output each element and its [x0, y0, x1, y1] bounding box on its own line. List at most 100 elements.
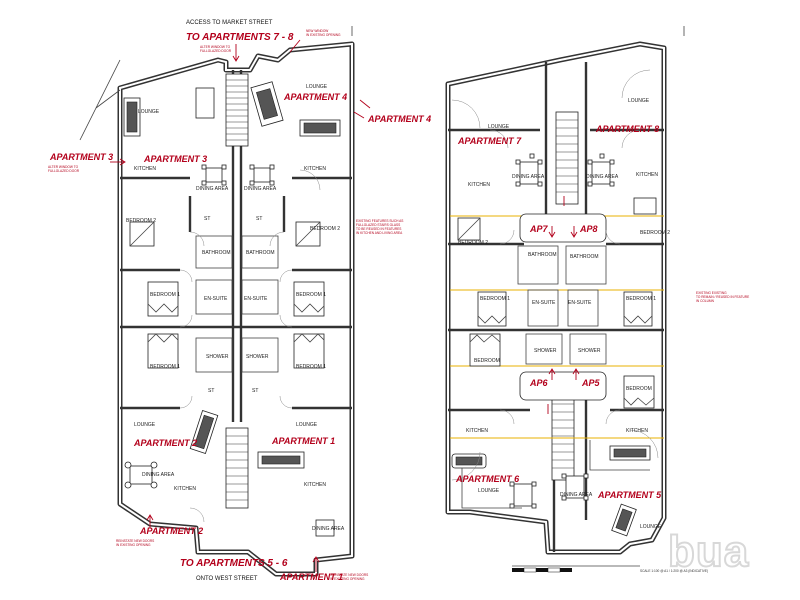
- room-label-bedroom1-apt1: BEDROOM 1: [296, 364, 326, 370]
- room-label-ensuite-left: EN-SUITE: [204, 296, 228, 302]
- room-label-shower-left: SHOWER: [206, 354, 229, 360]
- label-to-apartments-5-6: TO APARTMENTS 5 - 6: [180, 558, 288, 569]
- svg-text:TO BE REUSED IN FEATURES: TO BE REUSED IN FEATURES: [356, 227, 401, 231]
- left-stair-bottom: [225, 427, 249, 509]
- annotation-arrows-right: [547, 196, 580, 414]
- room-label-kitchen-apt5: KITCHEN: [626, 428, 648, 434]
- left-outer-wall-inner: [119, 42, 353, 575]
- bua-logo: bua: [667, 526, 749, 577]
- apartment-label-4-outside: APARTMENT 4: [367, 114, 431, 124]
- room-label-bedroom1-apt4: BEDROOM 1: [296, 292, 326, 298]
- apartment-label-5: APARTMENT 5: [597, 490, 662, 500]
- room-label-bedroom1-apt2: BEDROOM 1: [150, 364, 180, 370]
- dining-table-apt2: [124, 461, 158, 489]
- room-label-shower-right: SHOWER: [246, 354, 269, 360]
- room-label-ensuite-apt7: EN-SUITE: [532, 300, 556, 306]
- room-label-lounge-apt7: LOUNGE: [488, 124, 510, 130]
- room-label-bathroom-right: BATHROOM: [246, 250, 275, 256]
- room-label-lounge-apt4: LOUNGE: [306, 84, 328, 90]
- note-reinstate-doors-right: REINSTATE NEW DOORS: [330, 573, 368, 577]
- apartment-label-4-top: APARTMENT 4: [283, 92, 347, 102]
- room-label-lounge-apt1: LOUNGE: [296, 422, 318, 428]
- label-to-apartments-7-8: TO APARTMENTS 7 - 8: [186, 32, 294, 43]
- scale-bar: SCALE 1:100 @ A1 / 1:200 @ A3 (INDICATIV…: [512, 565, 708, 573]
- stair-tag-ap8: AP8: [579, 224, 598, 234]
- room-label-dining-apt5: DINING AREA: [560, 492, 593, 498]
- svg-text:IN EXISTING OPENING: IN EXISTING OPENING: [306, 33, 341, 37]
- right-stair-bottom: [551, 387, 575, 481]
- room-label-bathroom-left: BATHROOM: [202, 250, 231, 256]
- room-label-kitchen-apt4: KITCHEN: [304, 166, 326, 172]
- room-label-kitchen-apt2: KITCHEN: [174, 486, 196, 492]
- room-label-kitchen-apt8: KITCHEN: [636, 172, 658, 178]
- room-label-shower-apt5: SHOWER: [578, 348, 601, 354]
- dining-tables-right-top: [515, 153, 615, 187]
- apartment-label-3: APARTMENT 3: [143, 154, 207, 164]
- left-floor-plan: LOUNGE LOUNGE KITCHEN KITCHEN DINING ARE…: [48, 20, 431, 582]
- room-label-kitchen-apt3: KITCHEN: [134, 166, 156, 172]
- label-access-market-street: ACCESS TO MARKET STREET: [186, 20, 273, 26]
- note-existing-right-1: EXISTING EXISTING: [696, 291, 727, 295]
- room-label-lounge-apt8: LOUNGE: [628, 98, 650, 104]
- apartment-label-6: APARTMENT 6: [455, 474, 520, 484]
- room-label-dining-left: DINING AREA: [196, 186, 229, 192]
- beds-left: [129, 221, 325, 369]
- room-label-kitchen-apt7: KITCHEN: [468, 182, 490, 188]
- apartment-label-1-outside: APARTMENT 1: [279, 572, 343, 582]
- room-label-bedroom2-apt4: BEDROOM 2: [310, 226, 340, 232]
- room-label-st-left: ST: [204, 216, 210, 222]
- logo-text: bua: [668, 527, 749, 576]
- left-stair-top: [225, 73, 249, 147]
- room-label-dining-apt2: DINING AREA: [142, 472, 175, 478]
- svg-text:IN COLUMN: IN COLUMN: [696, 299, 715, 303]
- room-label-ensuite-right: EN-SUITE: [244, 296, 268, 302]
- apartment-label-8: APARTMENT 8: [595, 124, 659, 134]
- note-existing-features: EXISTING FEATURES SUCH AS: [356, 219, 403, 223]
- note-alter-window-top: ALTER WINDOW TO: [200, 45, 231, 49]
- room-label-st-lower-right: ST: [252, 388, 258, 394]
- apartment-label-1: APARTMENT 1: [271, 436, 335, 446]
- room-label-dining-right: DINING AREA: [244, 186, 277, 192]
- svg-text:FULLGLAZED DOOR: FULLGLAZED DOOR: [200, 49, 232, 53]
- room-label-bedroom1-apt3: BEDROOM 1: [150, 292, 180, 298]
- room-label-bedroom2-apt7: BEDROOM 2: [458, 240, 488, 246]
- note-alter-window-left: ALTER WINDOW TO: [48, 165, 79, 169]
- svg-text:IN EXISTING OPENING: IN EXISTING OPENING: [116, 543, 151, 547]
- room-label-shower-apt6: SHOWER: [534, 348, 557, 354]
- svg-text:IN EXISTING OPENING: IN EXISTING OPENING: [330, 577, 365, 581]
- room-label-st-lower-left: ST: [208, 388, 214, 394]
- svg-text:FULLGLAZED STAIRS GLASS: FULLGLAZED STAIRS GLASS: [356, 223, 400, 227]
- note-new-window: NEW WINDOW: [306, 29, 328, 33]
- room-label-bedroom1-apt8: BEDROOM 1: [626, 296, 656, 302]
- right-floor-plan: LOUNGE LOUNGE KITCHEN KITCHEN DINING ARE…: [351, 26, 749, 573]
- room-label-dining-apt1: DINING AREA: [312, 526, 345, 532]
- room-label-bedroom-apt5: BEDROOM: [626, 386, 652, 392]
- room-label-bedroom1-apt7: BEDROOM 1: [480, 296, 510, 302]
- room-label-lounge-apt5: LOUNGE: [640, 524, 662, 530]
- stair-tag-ap7: AP7: [529, 224, 549, 234]
- beds-right: [457, 197, 657, 409]
- room-label-lounge-apt2: LOUNGE: [134, 422, 156, 428]
- room-label-dining-apt8: DINING AREA: [586, 174, 619, 180]
- room-label-bathroom-apt8: BATHROOM: [570, 254, 599, 260]
- room-label-bedroom2-apt8: BEDROOM 2: [640, 230, 670, 236]
- apartment-label-3-outside: APARTMENT 3: [49, 152, 113, 162]
- room-label-bedroom2-apt3: BEDROOM 2: [126, 218, 156, 224]
- dining-tables-right-bottom: [509, 473, 589, 509]
- apartment-label-7: APARTMENT 7: [457, 136, 522, 146]
- svg-text:IN KITCHEN AND LIVING AREA: IN KITCHEN AND LIVING AREA: [356, 231, 403, 235]
- annotation-arrows-left: [110, 39, 371, 572]
- stair-tag-ap6: AP6: [529, 378, 549, 388]
- room-label-kitchen-apt6: KITCHEN: [466, 428, 488, 434]
- svg-text:FULLGLAZED DOOR: FULLGLAZED DOOR: [48, 169, 80, 173]
- room-label-lounge-apt6: LOUNGE: [478, 488, 500, 494]
- stair-tag-ap5: AP5: [581, 378, 601, 388]
- room-label-kitchen-apt1: KITCHEN: [304, 482, 326, 488]
- note-reinstate-doors-left: REINSTATE NEW DOORS: [116, 539, 154, 543]
- apartment-label-2: APARTMENT 2: [133, 438, 197, 448]
- room-label-bathroom-apt7: BATHROOM: [528, 252, 557, 258]
- right-stair-top: [555, 111, 579, 205]
- apartment-label-2-outside: APARTMENT 2: [139, 526, 203, 536]
- dining-tables-left-top: [201, 164, 275, 186]
